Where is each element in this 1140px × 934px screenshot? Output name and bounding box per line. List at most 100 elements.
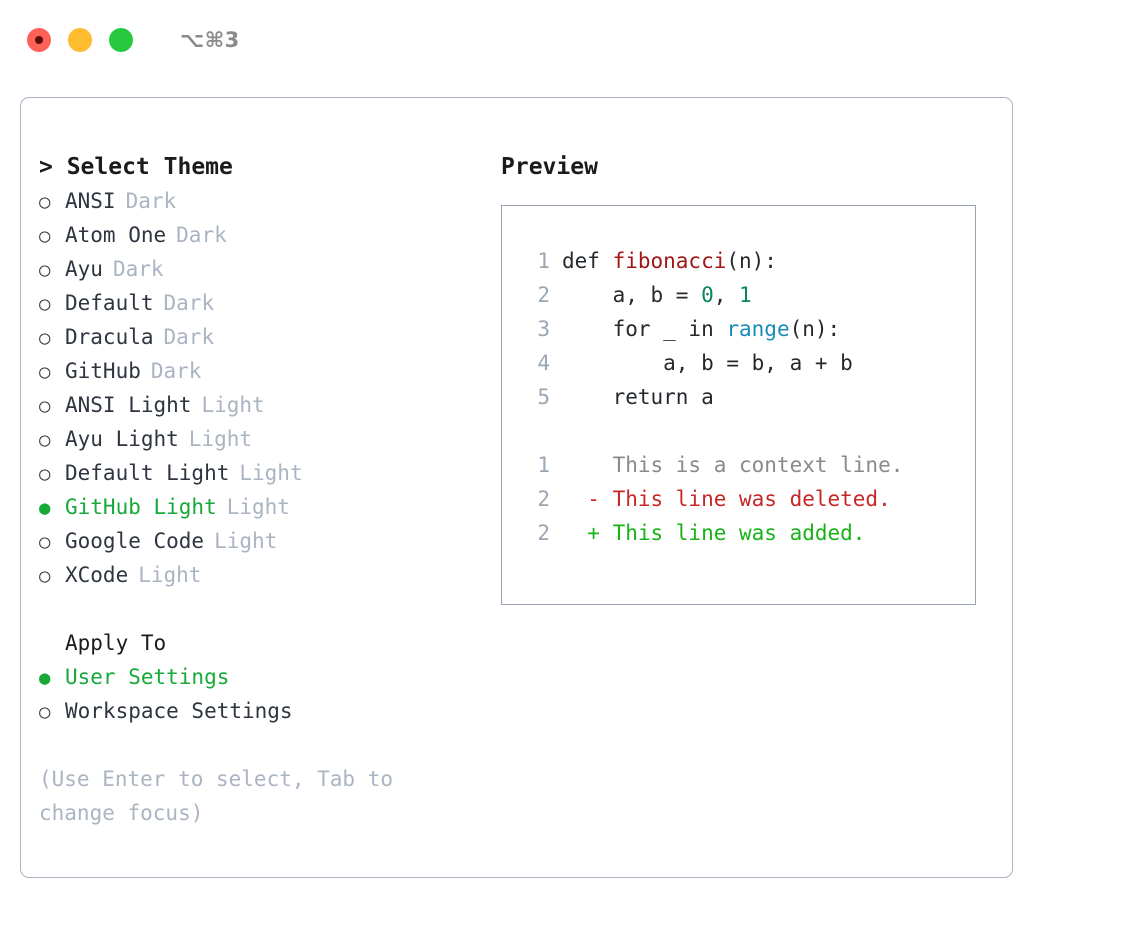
apply-to-option[interactable]: ○ Workspace Settings [39,694,479,728]
apply-to-options[interactable]: ● User Settings ○ Workspace Settings [39,660,479,728]
diff-line-number: 1 [537,453,550,477]
code-token: a, b = [562,283,702,307]
theme-list-item[interactable]: ● GitHub Light Light [39,490,479,524]
code-line-number: 4 [537,351,550,375]
apply-to-section: Apply To ● User Settings ○ Workspace Settin… [39,626,479,728]
radio-selected-icon: ● [39,497,51,519]
theme-kind-badge: Light [201,393,265,417]
theme-name: Atom One [65,223,167,247]
close-button[interactable] [27,28,51,52]
code-line-text: for _ in range(n): [562,312,841,346]
theme-list-item[interactable]: ○ Default Dark [39,286,479,320]
theme-kind-badge: Light [188,427,253,451]
preview-title: Preview [501,154,598,180]
radio-unselected-icon: ○ [39,361,51,383]
title-bar: ⌥⌘3 [0,0,1140,80]
code-line: 1 def fibonacci(n): [502,244,975,278]
code-line-text: a, b = b, a + b [562,346,853,380]
code-line-number: 1 [537,249,550,273]
diff-line-number: 2 [537,487,550,511]
theme-kind-badge: Dark [150,359,202,383]
theme-list-item[interactable]: ○ Ayu Light Light [39,422,479,456]
theme-name: ANSI Light [65,393,192,417]
page-title: > Select Theme [39,154,233,180]
radio-unselected-icon: ○ [39,225,51,247]
theme-name: Dracula [65,325,154,349]
diff-line-text: This is a context line. [562,453,904,477]
code-line-text: a, b = 0, 1 [562,278,752,312]
radio-unselected-icon: ○ [39,395,51,417]
radio-unselected-icon: ○ [39,701,51,723]
theme-name: Ayu Light [65,427,179,451]
window-controls [27,28,133,52]
theme-kind-badge: Dark [163,291,215,315]
theme-name: Ayu [65,257,103,281]
radio-unselected-icon: ○ [39,293,51,315]
theme-kind-badge: Dark [112,257,164,281]
maximize-button[interactable] [109,28,133,52]
diff-line-number: 2 [537,521,550,545]
code-token: for _ in [562,317,727,341]
radio-unselected-icon: ○ [39,531,51,553]
theme-kind-badge: Light [226,495,290,519]
radio-unselected-icon: ○ [39,327,51,349]
code-line: 2 a, b = 0, 1 [502,278,975,312]
minimize-button[interactable] [68,28,92,52]
code-token: (n): [726,249,777,273]
code-line-text: return a [562,380,714,414]
diff-line: 1 This is a context line. [502,448,975,482]
theme-name: XCode [65,563,129,587]
theme-kind-badge: Light [138,563,202,587]
code-line: 4 a, b = b, a + b [502,346,975,380]
code-token: def [562,249,613,273]
apply-to-option[interactable]: ● User Settings [39,660,479,694]
code-token: range [726,317,790,341]
code-token: (n): [789,317,841,341]
diff-line-text: + This line was added. [562,521,866,545]
code-line: 3 for _ in range(n): [502,312,975,346]
theme-list-item[interactable]: ○ XCode Light [39,558,479,592]
code-token: a, b = b, a + b [562,351,853,375]
code-token: fibonacci [612,249,727,273]
code-token: 0 [701,283,714,307]
code-token: return a [562,385,714,409]
theme-name: Google Code [65,529,205,553]
theme-list-item[interactable]: ○ Dracula Dark [39,320,479,354]
theme-kind-badge: Dark [176,223,227,247]
radio-unselected-icon: ○ [39,565,51,587]
keyboard-hint-text: (Use Enter to select, Tab to change focu… [39,767,394,825]
theme-list-item[interactable]: ○ Atom One Dark [39,218,479,252]
theme-name: Default [65,291,154,315]
diff-line-text: - This line was deleted. [562,487,891,511]
theme-kind-badge: Dark [125,189,177,213]
diff-line: 2 + This line was added. [502,516,975,550]
theme-name: ANSI [65,189,116,213]
apply-to-option-label: Workspace Settings [65,699,293,723]
code-line-number: 2 [537,283,550,307]
apply-to-option-label: User Settings [65,665,230,689]
code-line: 5 return a [502,380,975,414]
theme-list-item[interactable]: ○ ANSI Light Light [39,388,479,422]
apply-to-label: Apply To [65,631,167,655]
radio-selected-icon: ● [39,667,51,689]
theme-name: GitHub [65,359,141,383]
theme-list-item[interactable]: ○ GitHub Dark [39,354,479,388]
keyboard-shortcut-label: ⌥⌘3 [180,28,240,52]
code-token: 1 [739,283,752,307]
radio-unselected-icon: ○ [39,429,51,451]
theme-kind-badge: Dark [163,325,215,349]
radio-unselected-icon: ○ [39,463,51,485]
preview-spacer [502,414,975,448]
code-token: , [713,283,740,307]
theme-name: GitHub Light [65,495,217,519]
